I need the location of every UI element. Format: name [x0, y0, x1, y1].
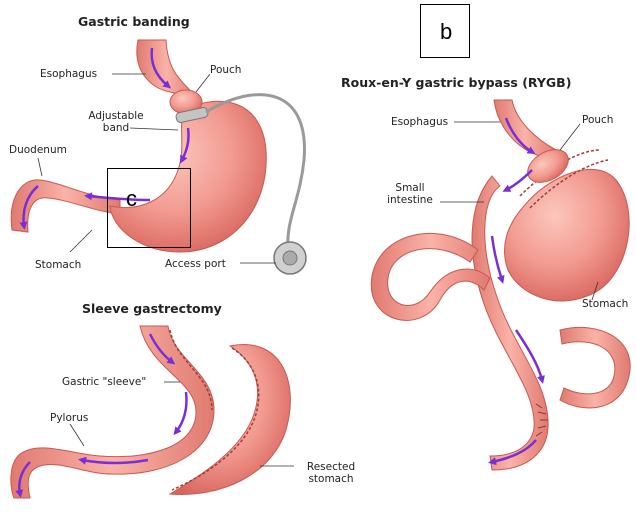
label-rygb-pouch: Pouch	[582, 114, 613, 126]
banding-esophagus-tube	[137, 40, 196, 98]
rygb-intestine-loop-left	[371, 233, 490, 320]
label-rygb-esophagus: Esophagus	[391, 116, 448, 128]
label-banding-pouch: Pouch	[210, 64, 241, 76]
label-access-port: Access port	[165, 258, 226, 270]
sleeve-title: Sleeve gastrectomy	[82, 301, 222, 316]
marker-b-text: b	[440, 19, 452, 45]
rygb-stomach-shape	[505, 169, 630, 301]
rygb-flow-arrow-3	[492, 236, 502, 280]
marker-c-text: c	[126, 186, 137, 212]
marker-box-b: b	[420, 4, 470, 58]
rygb-flow-arrow-2	[506, 170, 532, 190]
label-banding-duodenum: Duodenum	[9, 144, 67, 156]
rygb-title: Roux-en-Y gastric bypass (RYGB)	[341, 75, 571, 90]
label-gastric-sleeve: Gastric "sleeve"	[62, 376, 146, 388]
label-banding-esophagus: Esophagus	[40, 68, 97, 80]
label-resected-stomach: Resected stomach	[296, 461, 366, 485]
banding-duodenum-tube	[11, 180, 120, 232]
rygb-intestine-loop-right	[560, 327, 630, 407]
label-banding-stomach: Stomach	[35, 259, 81, 271]
sleeve-tube-shape	[11, 326, 214, 498]
label-pylorus: Pylorus	[50, 412, 88, 424]
marker-box-c: c	[107, 168, 191, 248]
banding-title: Gastric banding	[78, 14, 190, 29]
label-small-intestine: Small intestine	[380, 182, 440, 206]
label-adjustable-band: Adjustable band	[86, 110, 146, 134]
label-rygb-stomach: Stomach	[582, 298, 628, 310]
rygb-anatomy	[371, 100, 630, 470]
sleeve-flow-arrow-2	[176, 392, 187, 432]
